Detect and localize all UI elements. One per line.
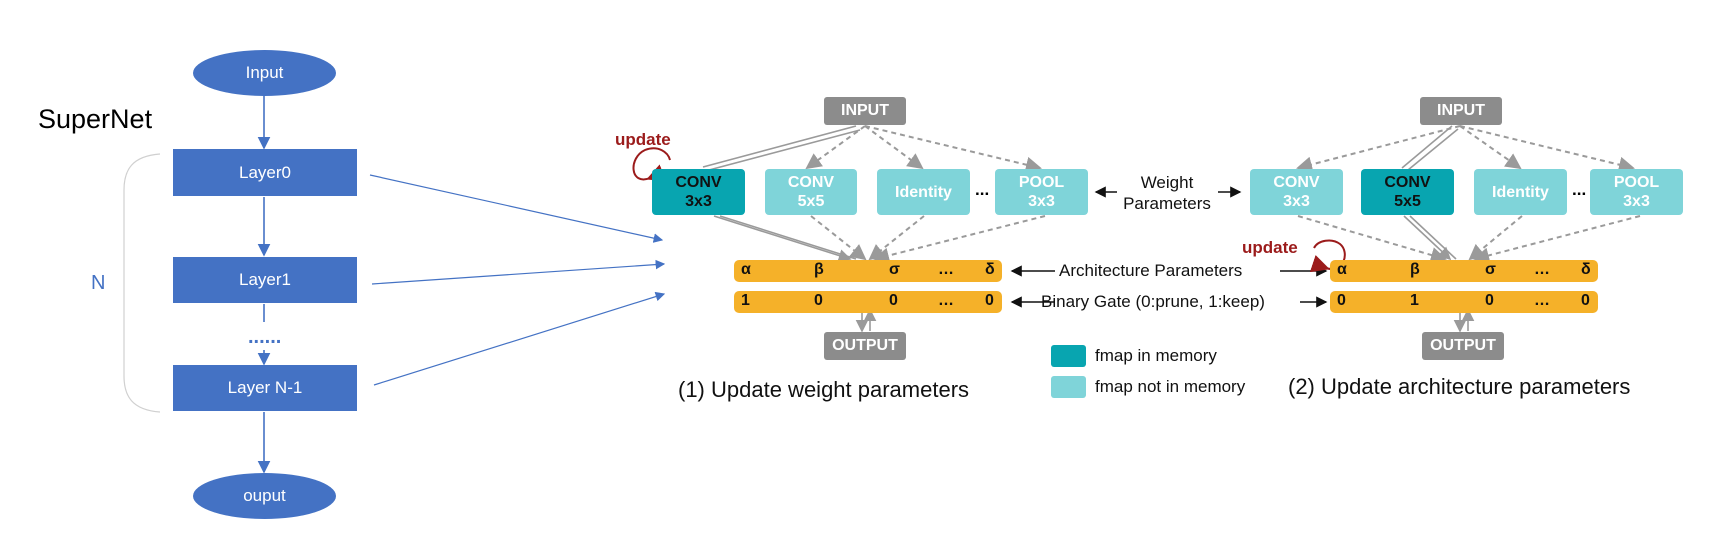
arch-param: σ	[1485, 261, 1496, 278]
panel1-op-conv5x5: CONV 5x5	[765, 169, 857, 215]
gate-value: 0	[814, 292, 823, 309]
panel1-caption: (1) Update weight parameters	[678, 377, 970, 402]
n-brace	[123, 153, 161, 413]
layern-box: Layer N-1	[173, 365, 357, 411]
supernet-input-node: Input	[193, 50, 336, 96]
op-label: Identity	[1492, 183, 1549, 201]
arch-param: …	[1534, 261, 1550, 278]
op-size: 5x5	[797, 193, 825, 210]
op-label: POOL	[1613, 174, 1660, 191]
gate-value: 0	[1485, 292, 1494, 309]
layer-to-panel-arrows	[369, 174, 666, 386]
supernet-ellipsis: ......	[248, 326, 282, 348]
binary-gate-label: Binary Gate (0:prune, 1:keep)	[1041, 292, 1265, 311]
panel1-op-identity: Identity	[877, 169, 970, 215]
legend-in-memory: fmap in memory	[1095, 346, 1217, 365]
panel1-active-edges	[702, 125, 877, 333]
gate-value: 1	[1410, 292, 1419, 309]
panel1-update-label: update	[615, 130, 671, 149]
update-arrow-panel1	[632, 147, 671, 182]
panel1-arch-bar: α β σ … δ	[734, 260, 1002, 282]
panel2-input-box: INPUT	[1420, 97, 1502, 125]
panel2-arch-bar: α β σ … δ	[1330, 260, 1598, 282]
gate-value: 0	[889, 292, 898, 309]
supernet-output-node: ouput	[193, 473, 336, 519]
op-size: 3x3	[1283, 193, 1310, 210]
op-size: 3x3	[685, 193, 712, 210]
architecture-parameters-label: Architecture Parameters	[1059, 261, 1243, 280]
weight-label-line1: Weight	[1140, 173, 1194, 192]
arch-param: β	[1410, 261, 1420, 278]
gate-value: 0	[1337, 292, 1346, 309]
op-label: CONV	[675, 174, 722, 191]
legend-swatch-not-in-memory	[1051, 376, 1086, 398]
op-size: 3x3	[1623, 193, 1650, 210]
panel2-gate-bar: 0 1 0 … 0	[1330, 291, 1598, 313]
arch-param: δ	[985, 261, 995, 278]
gate-value: …	[938, 292, 954, 309]
arch-param: σ	[889, 261, 900, 278]
gate-value: 0	[985, 292, 994, 309]
op-label: CONV	[787, 174, 835, 191]
panel2-op-ellipsis: ...	[1572, 180, 1587, 199]
panel1-dashed-edges	[805, 125, 1046, 264]
panel2-dashed-edges	[1296, 125, 1641, 264]
panel2-update-label: update	[1242, 238, 1298, 257]
arch-param: δ	[1581, 261, 1591, 278]
arch-param: α	[741, 261, 751, 278]
n-label: N	[91, 272, 106, 294]
op-label: POOL	[1018, 174, 1065, 191]
panel2-op-conv5x5: CONV 5x5	[1361, 169, 1454, 215]
panel2-op-identity: Identity	[1474, 169, 1567, 215]
op-label: CONV	[1273, 174, 1320, 191]
panel1-op-conv3x3: CONV 3x3	[652, 169, 745, 215]
op-size: 5x5	[1394, 193, 1421, 210]
legend-not-in-memory: fmap not in memory	[1095, 377, 1246, 396]
panel1-output-box: OUTPUT	[824, 332, 906, 360]
panel1-op-ellipsis: ...	[975, 180, 990, 199]
op-size: 3x3	[1028, 193, 1055, 210]
weight-parameters-label: Weight Parameters	[1112, 172, 1222, 214]
panel2-op-conv3x3: CONV 3x3	[1250, 169, 1343, 215]
arch-param: …	[938, 261, 954, 278]
panel2-caption: (2) Update architecture parameters	[1288, 374, 1631, 399]
panel1-input-box: INPUT	[824, 97, 906, 125]
op-label: Identity	[895, 183, 952, 201]
weight-label-line2: Parameters	[1123, 194, 1211, 213]
layer0-box: Layer0	[173, 149, 357, 196]
arch-param: β	[814, 261, 824, 278]
gate-value: 1	[741, 292, 750, 309]
supernet-title: SuperNet	[38, 104, 153, 134]
panel2-op-pool3x3: POOL 3x3	[1590, 169, 1683, 215]
gate-value: …	[1534, 292, 1550, 309]
panel2-active-edges	[1401, 125, 1475, 333]
op-label: CONV	[1384, 174, 1431, 191]
legend-swatch-in-memory	[1051, 345, 1086, 367]
gate-value: 0	[1581, 292, 1590, 309]
panel2-output-box: OUTPUT	[1422, 332, 1504, 360]
arch-param: α	[1337, 261, 1347, 278]
panel1-gate-bar: 1 0 0 … 0	[734, 291, 1002, 313]
panel1-op-pool3x3: POOL 3x3	[995, 169, 1088, 215]
layer1-box: Layer1	[173, 257, 357, 303]
